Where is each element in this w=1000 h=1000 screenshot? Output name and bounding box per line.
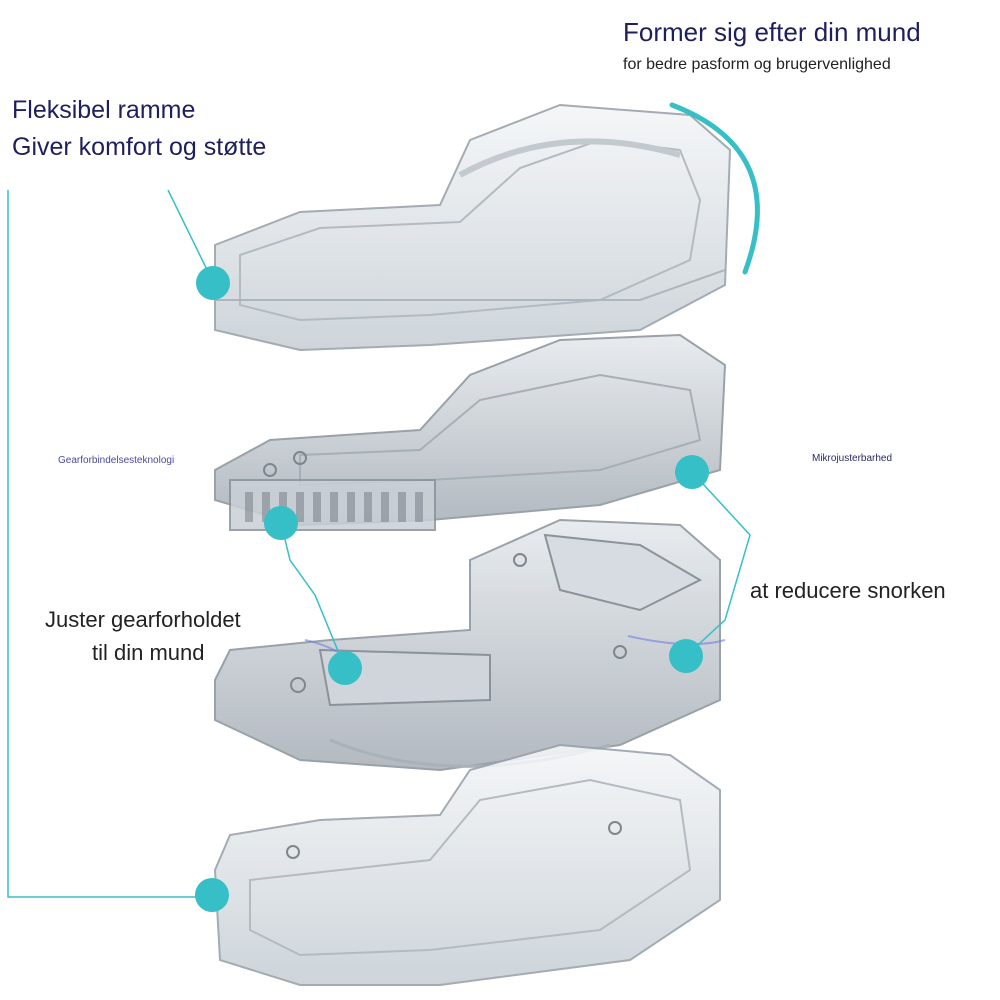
top-right-subtitle: for bedre pasform og brugervenlighed: [623, 56, 891, 73]
upper-gear-plate: [214, 333, 727, 531]
lower-gear-plate: [214, 518, 726, 772]
shape-arc: [669, 102, 760, 275]
adjust-gear-label-line2: til din mund: [92, 640, 205, 665]
reduce-snoring-label: at reducere snorken: [750, 578, 946, 603]
callout-dots: [195, 266, 709, 912]
micro-adjust-label: Mikrojusterbarhed: [812, 453, 893, 464]
top-right-title: Former sig efter din mund: [623, 17, 921, 47]
adjust-gear-label-line1: Juster gearforholdet: [45, 607, 241, 632]
flexible-frame-subtitle: Giver komfort og støtte: [12, 133, 267, 161]
callout-lines: [7, 189, 751, 898]
gear-technology-label: Gearforbindelsesteknologi: [58, 455, 175, 466]
top-tray: [214, 103, 732, 352]
flexible-frame-title: Fleksibel ramme: [12, 96, 196, 124]
bottom-tray: [213, 743, 721, 986]
